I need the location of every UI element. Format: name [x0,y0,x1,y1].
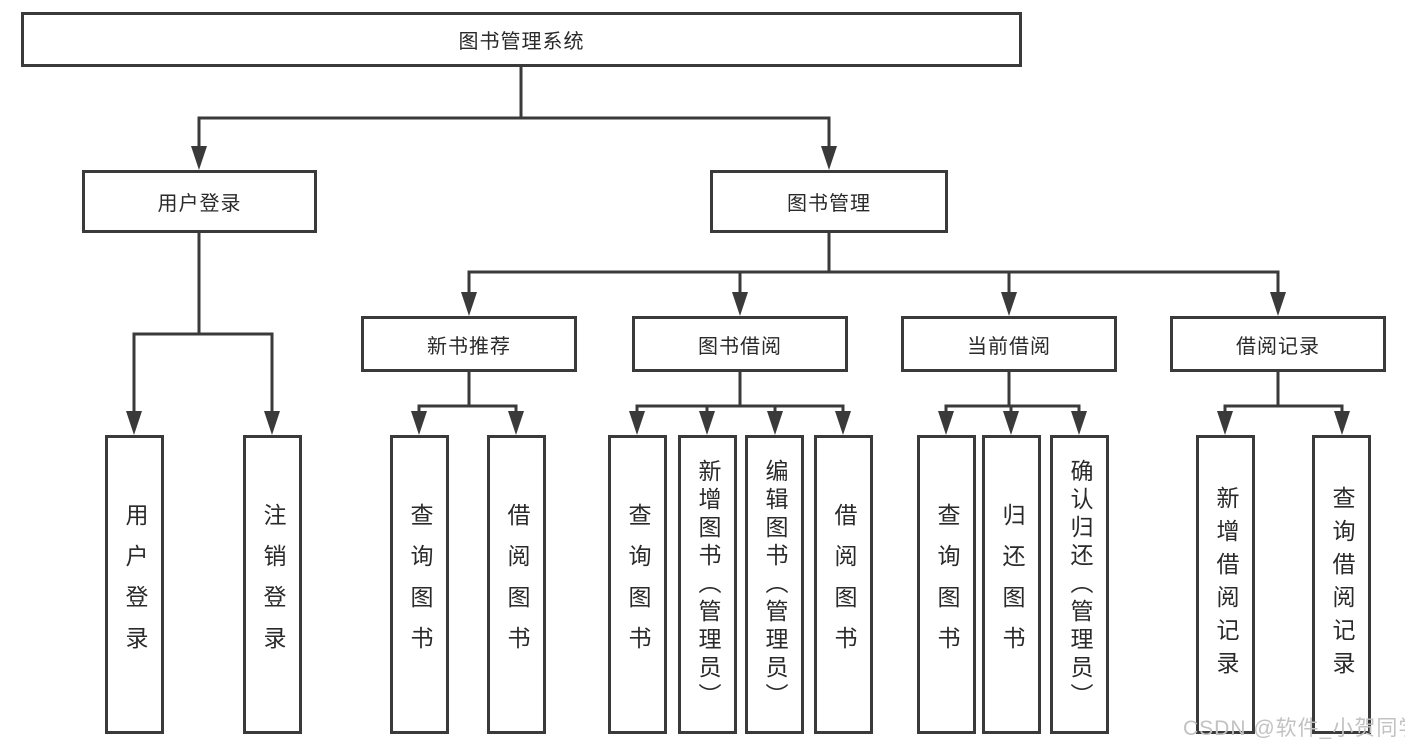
leaf-recommend-borrow-books-label: 借阅图书 [504,502,530,667]
csdn-watermark: CSDN @软件_小贺同学 [1183,717,1405,740]
node-borrowing-records: 借阅记录 [1170,316,1386,372]
leaf-borrowing-query-books-label: 查询图书 [625,502,651,667]
node-user-login-label: 用户登录 [157,193,242,215]
leaf-records-add-record: 新增借阅记录 [1196,435,1255,734]
node-borrowing-records-label: 借阅记录 [1236,335,1320,358]
leaf-current-confirm-return-admin: 确认归还（管理员） [1050,435,1109,734]
node-new-book-recommend-label: 新书推荐 [427,335,511,358]
node-new-book-recommend: 新书推荐 [361,316,577,372]
leaf-recommend-query-books: 查询图书 [390,435,449,734]
connector-strokes [132,65,1344,425]
leaf-borrowing-add-books-admin: 新增图书（管理员） [678,435,737,734]
leaf-records-query-record: 查询借阅记录 [1312,435,1371,734]
node-book-management: 图书管理 [710,170,948,233]
leaf-current-confirm-return-admin-label: 确认归还（管理员） [1067,458,1093,711]
leaf-borrowing-edit-books-admin: 编辑图书（管理员） [745,435,804,734]
node-user-login: 用户登录 [82,170,317,233]
leaf-borrowing-borrow-books-label: 借阅图书 [831,502,857,667]
leaf-borrowing-add-books-admin-label: 新增图书（管理员） [695,458,721,711]
leaf-recommend-query-books-label: 查询图书 [407,502,433,667]
leaf-logout-login-label: 注销登录 [260,502,286,667]
leaf-records-query-record-label: 查询借阅记录 [1329,485,1355,684]
connector-arrowheads [126,146,1350,435]
leaf-user-login: 用户登录 [105,435,164,734]
leaf-borrowing-edit-books-admin-label: 编辑图书（管理员） [762,458,788,711]
leaf-logout-login: 注销登录 [243,435,302,734]
node-book-borrowing: 图书借阅 [632,316,848,372]
node-book-management-label: 图书管理 [787,193,871,215]
leaf-records-add-record-label: 新增借阅记录 [1213,485,1239,684]
leaf-current-query-books: 查询图书 [917,435,976,734]
leaf-current-return-books-label: 归还图书 [999,502,1025,667]
node-current-borrowing-label: 当前借阅 [967,335,1051,358]
leaf-user-login-label: 用户登录 [122,502,148,667]
leaf-current-return-books: 归还图书 [982,435,1041,734]
node-current-borrowing: 当前借阅 [901,316,1117,372]
node-root-label: 图书管理系统 [458,31,585,53]
leaf-recommend-borrow-books: 借阅图书 [487,435,546,734]
leaf-borrowing-borrow-books: 借阅图书 [814,435,873,734]
node-root: 图书管理系统 [21,12,1022,67]
leaf-borrowing-query-books: 查询图书 [608,435,667,734]
node-book-borrowing-label: 图书借阅 [698,335,782,358]
leaf-current-query-books-label: 查询图书 [934,502,960,667]
